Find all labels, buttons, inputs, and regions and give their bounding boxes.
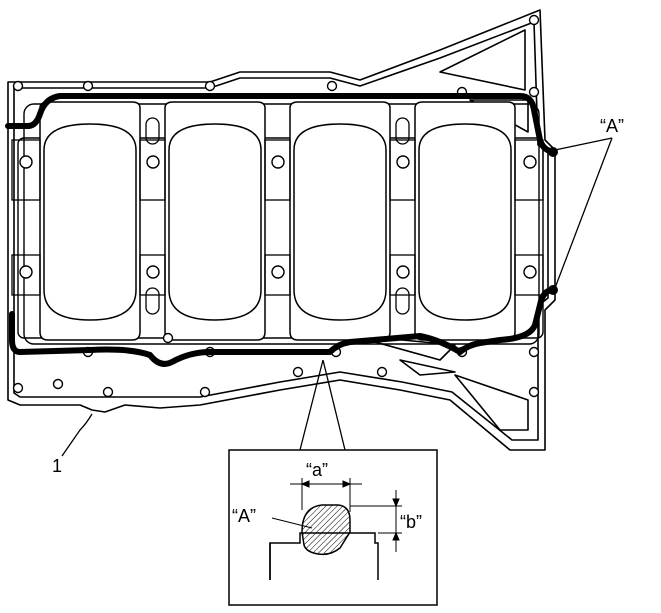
callout-a-label: “A” [600,116,624,136]
cylinder-bore-3 [289,101,391,341]
cylinder-frame [17,103,544,345]
cylinder-bore-4 [414,101,516,341]
dimension-b-label: “b” [400,512,422,532]
cylinder-bore-1 [39,101,141,341]
sealant-bead [5,93,556,367]
detail-a-leader [271,517,313,529]
dimension-a-label: “a” [306,460,328,480]
cylinder-bores [39,101,516,341]
detail-bead-label: “A” [232,506,256,526]
bead-cross-section [301,504,351,556]
cylinder-bore-2 [164,101,266,341]
bead-end-markers [548,147,558,295]
part-number-label: 1 [52,456,62,476]
detail-box: “a” “b” “A” [228,449,438,606]
bulkheads [11,117,544,315]
dimension-b [350,490,402,552]
callout-lines [61,137,613,457]
